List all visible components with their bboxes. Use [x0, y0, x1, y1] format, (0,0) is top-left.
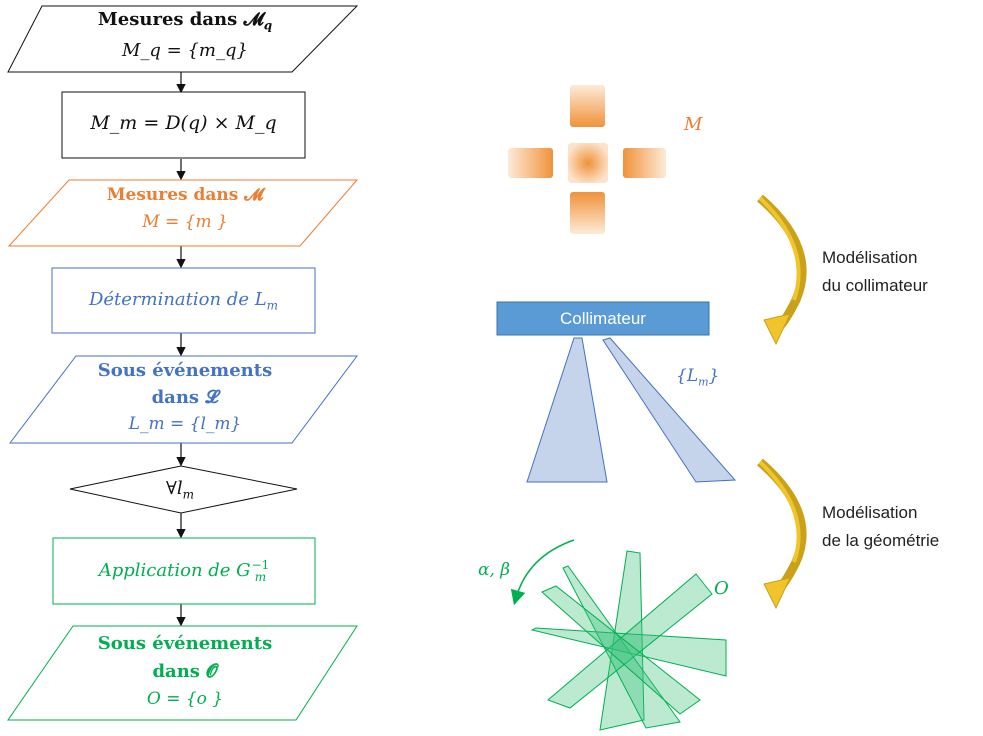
cross-right-square	[623, 148, 666, 178]
cross-center-square	[568, 143, 608, 183]
arrow1-label-line1: Modélisation	[822, 248, 918, 267]
step3-title: Mesures dans 𝓜	[106, 185, 264, 205]
curved-arrow-geometry	[757, 458, 807, 610]
step2-formula: M_m = D(q) × M_q	[90, 112, 277, 134]
collimator-label: Collimateur	[560, 309, 646, 328]
label-m: M	[684, 114, 703, 135]
step1-title: Mesures dans 𝓜q	[97, 9, 273, 33]
label-lm: {Lm}	[676, 366, 720, 389]
step5-title-line1: Sous événements	[97, 360, 273, 381]
arrow2-label-line2: de la géométrie	[822, 531, 940, 550]
step3-parallelogram	[7, 179, 359, 247]
step3-formula: M = {m }	[142, 212, 228, 232]
step1-parallelogram	[7, 5, 359, 73]
step8-title-line1: Sous événements	[97, 633, 273, 654]
step6-diamond	[69, 465, 298, 514]
step8-title-line2: dans 𝓞	[152, 661, 218, 682]
cross-left-square	[508, 148, 553, 178]
rotated-cones	[530, 550, 727, 731]
step1-formula: M_q = {m_q}	[122, 40, 248, 61]
label-o: O	[714, 578, 729, 599]
cross-bottom-square	[570, 192, 605, 234]
step8-parallelogram	[7, 625, 358, 721]
step2-box	[61, 91, 306, 159]
rotation-arrow	[510, 539, 575, 606]
curved-arrow-collimator	[757, 194, 807, 346]
collimator-bar	[496, 301, 710, 336]
step4-text: Détermination de Lm	[88, 289, 279, 313]
step7-box	[52, 537, 316, 605]
arrow1-label-line2: du collimateur	[822, 276, 928, 295]
measurement-cross	[508, 85, 666, 234]
step5-formula: L_m = {l_m}	[128, 414, 242, 434]
arrow2-label-line1: Modélisation	[822, 503, 918, 522]
cone-left	[526, 337, 608, 483]
label-alpha-beta: α, β	[478, 560, 511, 580]
cone-right	[602, 337, 737, 483]
cross-top-square	[570, 85, 605, 127]
step4-box	[51, 267, 316, 334]
step6-text: ∀lm	[165, 478, 194, 502]
step8-formula: O = {o }	[146, 689, 224, 709]
step5-parallelogram	[8, 355, 358, 444]
step5-title-line2: dans 𝓛	[151, 387, 219, 408]
